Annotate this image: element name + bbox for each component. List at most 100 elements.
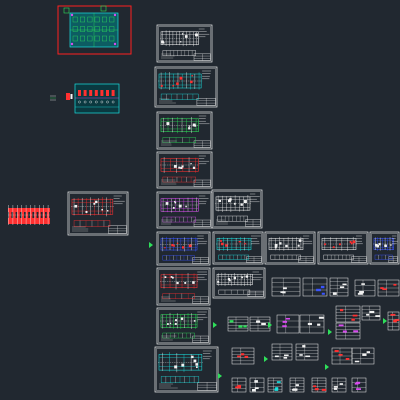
feature-mark [184, 282, 187, 284]
grip-marker[interactable] [149, 242, 153, 248]
plate-drawing[interactable] [50, 83, 120, 114]
detail-table[interactable] [361, 305, 381, 321]
detail-table[interactable] [329, 277, 349, 297]
detail-table[interactable] [289, 377, 305, 393]
detail-table[interactable] [335, 322, 361, 340]
grip-marker[interactable] [213, 322, 217, 328]
detail-table[interactable] [377, 279, 400, 297]
title-block [193, 140, 211, 148]
grip-marker[interactable] [268, 322, 272, 328]
feature-mark [181, 33, 184, 35]
section-view [160, 93, 199, 100]
table-cell-mark [282, 291, 286, 294]
drawing-sheet[interactable] [211, 189, 263, 229]
section-outline [374, 254, 393, 260]
main-view [216, 272, 254, 287]
grip-marker[interactable] [325, 364, 329, 370]
title-block [196, 98, 216, 106]
drawing-sheet[interactable] [154, 66, 218, 108]
plate-pocket [87, 35, 93, 42]
detail-table[interactable] [276, 314, 300, 334]
title-block [245, 219, 261, 227]
sheet-border [266, 233, 314, 263]
section-rib [9, 212, 12, 218]
feature-mark [172, 84, 174, 87]
feature-mark [176, 82, 179, 86]
section-outline [162, 255, 195, 261]
drawing-sheet[interactable] [156, 267, 211, 306]
drawing-sheet[interactable] [212, 231, 264, 265]
drawing-sheet[interactable] [156, 111, 213, 150]
feature-mark [180, 41, 182, 43]
sheet-frame [156, 111, 213, 150]
feature-mark [95, 200, 98, 204]
table-cell-mark [338, 324, 344, 327]
selected-plate-drawing[interactable] [57, 5, 132, 55]
plate-slot [100, 90, 104, 96]
table-cell-mark [305, 355, 311, 358]
title-block [193, 179, 211, 187]
feature-mark [162, 42, 165, 44]
drawing-sheet[interactable] [369, 231, 400, 265]
grip-marker[interactable] [328, 329, 332, 335]
detail-table[interactable] [335, 305, 361, 323]
drawing-sheet[interactable] [212, 267, 266, 299]
section-band [8, 208, 50, 212]
grip-square [63, 7, 70, 14]
section-outline [218, 289, 251, 295]
feature-mark [332, 246, 335, 249]
detail-table[interactable] [331, 377, 347, 393]
detail-table[interactable] [302, 277, 328, 297]
grip-marker[interactable] [264, 356, 268, 362]
detail-table[interactable] [311, 377, 327, 393]
feature-mark [338, 243, 341, 246]
grip-marker[interactable] [218, 373, 222, 379]
feature-mark [244, 242, 246, 245]
notes [356, 235, 363, 245]
table-frame [311, 377, 327, 393]
detail-table[interactable] [271, 277, 301, 297]
drawing-sheet[interactable] [156, 307, 211, 345]
table-cell-mark [366, 351, 371, 354]
detail-table[interactable] [231, 347, 255, 365]
table-cell-mark [254, 380, 258, 383]
feature-mark [227, 278, 231, 281]
section-drawing[interactable] [8, 205, 50, 225]
detail-table[interactable] [295, 343, 319, 361]
feature-mark [350, 242, 353, 245]
drawing-sheet[interactable] [317, 231, 369, 265]
detail-table[interactable] [351, 347, 375, 365]
sheet-border [214, 269, 264, 297]
drawing-sheet[interactable] [156, 231, 211, 266]
detail-table[interactable] [351, 377, 367, 393]
detail-table[interactable] [387, 311, 400, 331]
drawing-sheet[interactable] [154, 346, 219, 393]
feature-mark [349, 241, 352, 243]
drawing-sheet[interactable] [67, 191, 129, 236]
detail-table[interactable] [249, 377, 265, 393]
table-cell-mark [362, 353, 367, 356]
detail-table[interactable] [354, 279, 376, 297]
plate-pocket [101, 35, 107, 42]
detail-table[interactable] [231, 377, 247, 393]
sheet-frame [212, 231, 264, 265]
detail-table[interactable] [267, 377, 283, 393]
table-cell-mark [342, 283, 347, 286]
feature-mark [185, 205, 187, 208]
feature-mark [174, 365, 178, 369]
table-cell-mark [307, 322, 312, 326]
drawing-sheet[interactable] [156, 191, 213, 229]
drawing-sheet[interactable] [156, 24, 213, 63]
table-cell-mark [334, 350, 339, 352]
drawing-sheet[interactable] [156, 151, 213, 189]
detail-table[interactable] [299, 314, 325, 334]
feature-mark [298, 239, 302, 242]
grip-marker[interactable] [383, 318, 387, 324]
plate-hole [78, 100, 81, 104]
detail-table[interactable] [227, 316, 249, 332]
detail-table[interactable] [271, 343, 293, 361]
drawing-sheet[interactable] [264, 231, 316, 265]
feature-mark [181, 165, 184, 168]
